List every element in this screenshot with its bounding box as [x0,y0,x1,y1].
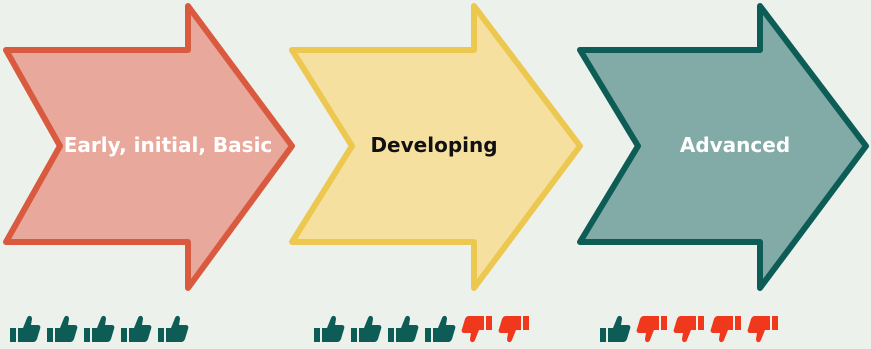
thumbs-down-icon [710,316,741,343]
thumbs-up-icon [351,315,382,342]
thumbs-down-icon [747,316,778,343]
stage-label-early: Early, initial, Basic [64,133,273,157]
thumbs-down-icon [461,316,492,343]
thumbs-down-icon [636,316,667,343]
thumbs-up-icon [600,315,631,342]
rating-row-advanced [598,312,780,346]
rating-row-developing [312,312,531,346]
stage-label-advanced: Advanced [680,133,790,157]
thumbs-up-icon [10,315,41,342]
stage-arrow-developing-shape [289,3,583,291]
thumbs-up-icon [47,315,78,342]
rating-row-early [8,312,190,346]
thumbs-down-icon [498,316,529,343]
thumbs-down-icon [673,316,704,343]
thumbs-up-icon [388,315,419,342]
stage-arrow-early-shape [3,3,295,291]
stage-label-developing: Developing [370,133,497,157]
thumbs-up-icon [84,315,115,342]
stage-arrow-advanced: Advanced [577,3,869,291]
thumbs-up-icon [158,315,189,342]
stage-arrow-advanced-shape [577,3,869,291]
stage-arrow-developing: Developing [289,3,583,291]
thumbs-up-icon [121,315,152,342]
thumbs-up-icon [425,315,456,342]
stage-arrow-early: Early, initial, Basic [3,3,295,291]
thumbs-up-icon [314,315,345,342]
